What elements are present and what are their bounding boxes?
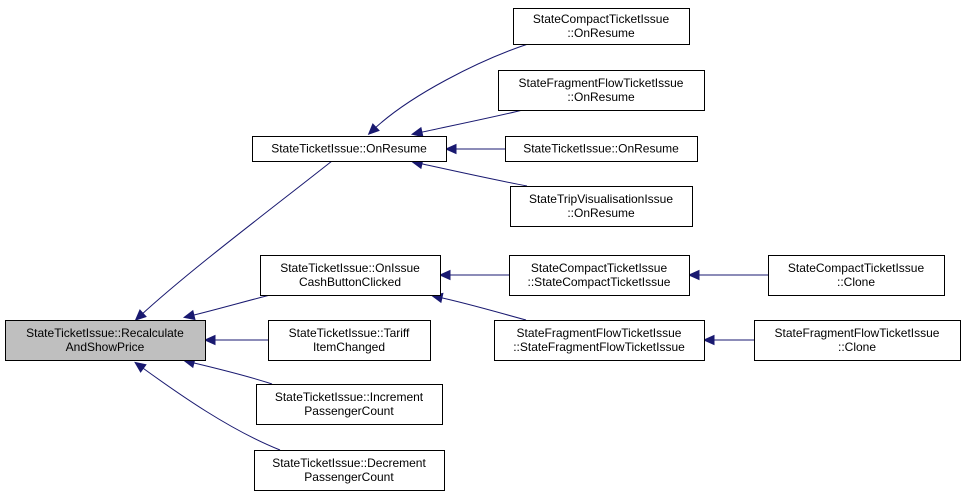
node-compact-ctor[interactable]: StateCompactTicketIssue::StateCompactTic… [509,255,690,296]
edge-ticket_onresume-to-onresume [444,143,505,155]
node-decr[interactable]: StateTicketIssue::DecrementPassengerCoun… [254,450,445,491]
edge-line [417,109,524,134]
node-box[interactable] [498,70,705,111]
node-label-line: ::OnResume [567,206,635,220]
arrowhead-icon [134,361,147,373]
node-label-line: StateTicketIssue::Tariff [289,326,410,340]
node-label-line: PassengerCount [304,404,394,418]
arrowhead-icon [203,334,216,346]
node-label-line: PassengerCount [304,470,394,484]
node-box[interactable] [505,136,698,162]
node-box[interactable] [252,136,447,162]
edge-line [139,365,281,451]
node-ticket-onresume[interactable]: StateTicketIssue::OnResume [505,136,698,162]
node-box[interactable] [256,384,443,425]
edge-line [139,160,333,317]
node-label-line: StateTicketIssue::Increment [275,390,424,404]
edge-fragment_onresume-to-onresume [410,109,524,138]
node-label-line: ::OnResume [567,90,635,104]
edge-line [437,296,527,321]
node-label-line: StateTicketIssue::Recalculate [26,326,184,340]
node-box[interactable] [754,320,961,361]
node-box[interactable] [260,255,441,296]
node-box[interactable] [494,320,705,361]
node-incr[interactable]: StateTicketIssue::IncrementPassengerCoun… [256,384,443,425]
node-recalc[interactable]: StateTicketIssue::RecalculateAndShowPric… [5,320,206,361]
edge-fragment_ctor-to-cash [430,292,527,321]
node-label-line: StateTripVisualisationIssue [529,192,673,206]
edge-line [372,43,529,131]
node-label-line: ::OnResume [567,26,635,40]
node-box[interactable] [254,450,445,491]
edge-line [189,361,273,385]
edge-incr-to-recalc [182,357,273,385]
node-label-line: StateFragmentFlowTicketIssue [775,326,940,340]
node-fragment-ctor[interactable]: StateFragmentFlowTicketIssue::StateFragm… [494,320,705,361]
node-compact-onresume[interactable]: StateCompactTicketIssue::OnResume [513,8,690,45]
edge-cash-to-recalc [182,293,275,321]
arrowhead-icon [438,269,451,281]
node-label-line: AndShowPrice [66,340,145,354]
edges-layer [134,43,768,451]
node-cash[interactable]: StateTicketIssue::OnIssueCashButtonClick… [260,255,441,296]
edge-trip_onresume-to-onresume [410,158,528,187]
edge-onresume-to-recalc [134,160,333,321]
node-label-line: ::Clone [837,275,875,289]
node-box[interactable] [509,255,690,296]
node-label-line: StateCompactTicketIssue [788,261,925,275]
arrowhead-icon [367,123,380,135]
node-label-line: StateTicketIssue::OnResume [523,142,679,156]
arrowhead-icon [182,309,196,321]
edge-tariff-to-recalc [203,334,268,346]
node-trip-onresume[interactable]: StateTripVisualisationIssue::OnResume [510,186,693,227]
arrowhead-icon [702,334,715,346]
node-onresume[interactable]: StateTicketIssue::OnResume [252,136,447,162]
node-fragment-clone[interactable]: StateFragmentFlowTicketIssue::Clone [754,320,961,361]
node-label-line: StateTicketIssue::Decrement [272,456,426,470]
node-fragment-onresume[interactable]: StateFragmentFlowTicketIssue::OnResume [498,70,705,111]
edge-compact_ctor-to-cash [438,269,509,281]
node-box[interactable] [510,186,693,227]
node-label-line: StateFragmentFlowTicketIssue [519,76,684,90]
node-label-line: StateTicketIssue::OnIssue [280,261,420,275]
node-box[interactable] [513,8,690,45]
node-label-line: StateFragmentFlowTicketIssue [517,326,682,340]
edge-compact_onresume-to-onresume [367,43,529,135]
node-label-line: StateCompactTicketIssue [531,261,668,275]
node-label-line: ::Clone [838,340,876,354]
nodes-layer: StateTicketIssue::RecalculateAndShowPric… [5,8,961,491]
edge-compact_clone-to-compact_ctor [687,269,768,281]
node-box[interactable] [268,320,431,361]
root-node-box[interactable] [5,320,206,361]
node-label-line: CashButtonClicked [299,275,401,289]
node-label-line: ::StateCompactTicketIssue [528,275,671,289]
edge-line [189,293,275,317]
arrowhead-icon [134,309,147,321]
node-label-line: StateTicketIssue::OnResume [271,142,427,156]
arrowhead-icon [687,269,700,281]
node-label-line: StateCompactTicketIssue [533,12,670,26]
edge-line [417,162,528,187]
node-label-line: ItemChanged [313,340,385,354]
arrowhead-icon [444,143,457,155]
node-box[interactable] [768,255,945,296]
node-compact-clone[interactable]: StateCompactTicketIssue::Clone [768,255,945,296]
node-label-line: ::StateFragmentFlowTicketIssue [513,340,685,354]
edge-decr-to-recalc [134,361,281,451]
edge-fragment_clone-to-fragment_ctor [702,334,754,346]
arrowhead-icon [410,126,424,138]
